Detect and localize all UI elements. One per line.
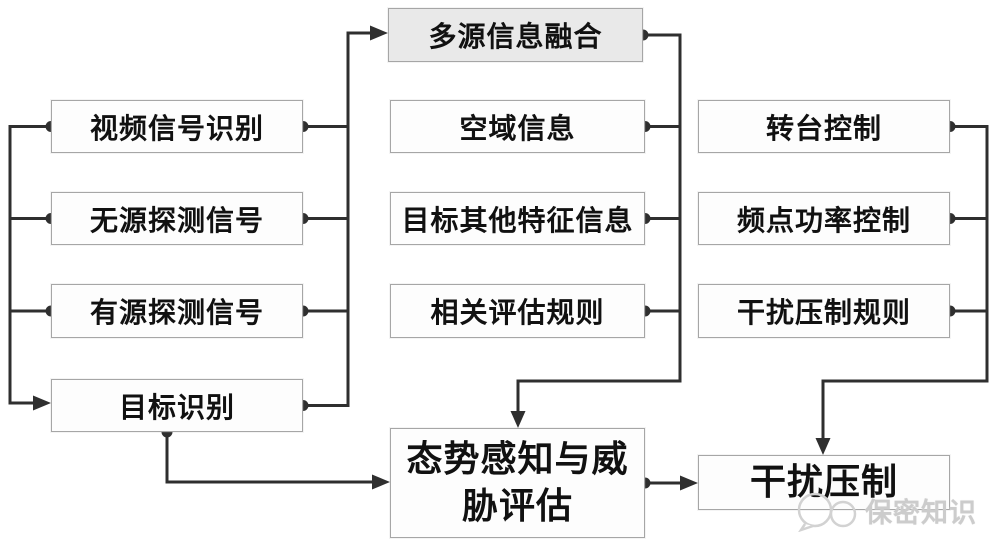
node-label: 相关评估规则 [430, 297, 605, 328]
connector-left-collector [8, 125, 51, 405]
node-turntable-control: 转台控制 [698, 100, 950, 153]
node-label: 空域信息 [459, 112, 576, 144]
arrow-into-jam-top [815, 438, 831, 455]
arrow-into-fusion [370, 25, 388, 41]
node-target-other-feature-info: 目标其他特征信息 [390, 192, 645, 245]
arrowheads [33, 25, 831, 491]
node-label: 无源探测信号 [89, 204, 264, 236]
node-multi-source-fusion: 多源信息融合 [388, 8, 643, 62]
node-correlation-assessment-rules: 相关评估规则 [390, 284, 645, 338]
node-label: 多源信息融合 [428, 21, 603, 52]
node-passive-detection-signal: 无源探测信号 [51, 192, 303, 245]
node-jamming-suppression-rules: 干扰压制规则 [698, 284, 950, 338]
node-label: 目标识别 [118, 391, 235, 423]
connector-target-to-situation [165, 432, 374, 484]
node-label: 干扰压制 [749, 461, 898, 503]
node-label: 态势感知与威胁评估 [406, 438, 629, 526]
node-label: 转台控制 [765, 112, 882, 144]
node-frequency-power-control: 频点功率控制 [698, 192, 950, 245]
node-active-detection-signal: 有源探测信号 [51, 284, 303, 338]
arrow-into-jam-left [680, 475, 698, 491]
node-situation-awareness-threat-assessment: 态势感知与威胁评估 [390, 428, 645, 538]
arrow-into-target [33, 395, 51, 411]
node-airspace-information: 空域信息 [390, 100, 645, 153]
node-target-recognition: 目标识别 [51, 379, 303, 432]
node-video-signal-recognition: 视频信号识别 [51, 100, 303, 153]
arrow-into-situation-left [372, 474, 390, 490]
node-label: 干扰压制规则 [736, 297, 911, 328]
node-label: 频点功率控制 [736, 204, 911, 236]
node-label: 目标其他特征信息 [401, 204, 634, 236]
connector-to-jam [821, 125, 989, 440]
node-label: 视频信号识别 [89, 112, 264, 144]
arrow-into-situation-top [510, 411, 526, 428]
connector-to-fusion [303, 31, 372, 407]
connector-to-situation [516, 33, 682, 412]
node-jamming-suppression: 干扰压制 [698, 455, 950, 510]
node-label: 有源探测信号 [89, 297, 264, 328]
